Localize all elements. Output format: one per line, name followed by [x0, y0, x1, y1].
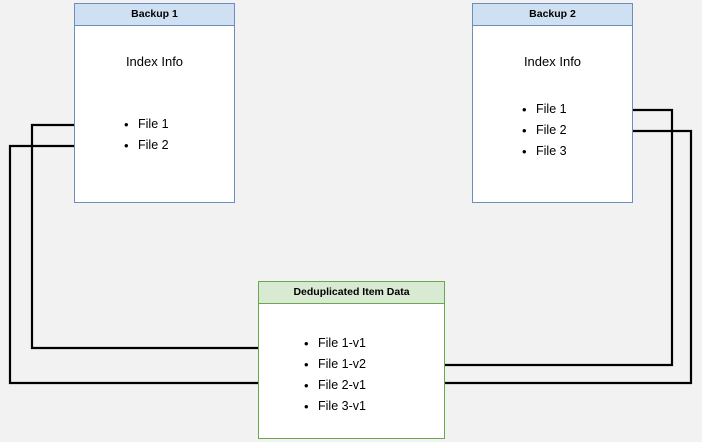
- list-item: File 2: [120, 135, 169, 156]
- list-item: File 3-v1: [300, 396, 366, 417]
- node-backup-1-header: Backup 1: [75, 4, 234, 26]
- list-item: File 1-v1: [300, 333, 366, 354]
- list-item: File 2-v1: [300, 375, 366, 396]
- node-backup-2-header: Backup 2: [473, 4, 632, 26]
- node-backup-1[interactable]: Backup 1 Index Info: [74, 3, 235, 203]
- list-item: File 2: [518, 120, 567, 141]
- node-backup-1-title: Index Info: [125, 54, 184, 69]
- node-backup-2-title: Index Info: [523, 54, 582, 69]
- list-item: File 1: [518, 99, 567, 120]
- deduplicated-file-list: File 1-v1 File 1-v2 File 2-v1 File 3-v1: [300, 333, 366, 417]
- backup-2-file-list: File 1 File 2 File 3: [518, 99, 567, 162]
- list-item: File 1-v2: [300, 354, 366, 375]
- backup-1-file-list: File 1 File 2: [120, 114, 169, 156]
- list-item: File 3: [518, 141, 567, 162]
- list-item: File 1: [120, 114, 169, 135]
- node-deduplicated-item-data-header: Deduplicated Item Data: [259, 282, 444, 304]
